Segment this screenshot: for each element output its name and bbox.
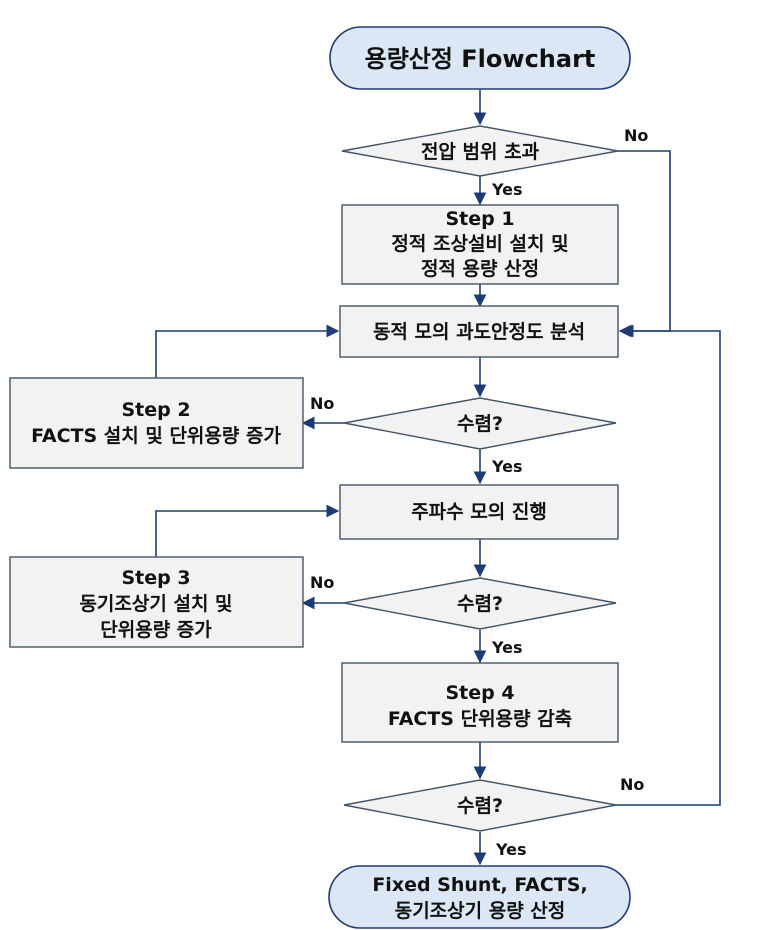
frequency-sim-box-shape [339, 484, 619, 540]
step2-line2: FACTS 설치 및 단위용량 증가 [31, 425, 281, 447]
step4-title: Step 4 [445, 682, 514, 704]
edge-label-voltage-yes: Yes [491, 180, 523, 199]
decision-converge-1-shape [343, 397, 617, 450]
step4-line2: FACTS 단위용량 감축 [388, 708, 572, 730]
decision-converge-1: 수렴? [343, 397, 617, 450]
step1-box-shape [341, 204, 619, 285]
decision-converge-2: 수렴? [343, 577, 617, 630]
decision-converge-3-shape [343, 779, 617, 832]
connectors [155, 90, 721, 866]
start-terminal-shape [329, 26, 631, 90]
dynamic-analysis-box: 동적 모의 과도안정도 분석 [339, 305, 619, 358]
step3-line2: 동기조상기 설치 및 [79, 593, 232, 615]
step3-title: Step 3 [121, 567, 190, 589]
arrow-voltage-no-to-dynamic [618, 150, 671, 338]
decision-voltage-range: 전압 범위 초과 [341, 125, 619, 177]
edge-label-voltage-no: No [624, 126, 648, 145]
edge-label-conv2-yes: Yes [491, 638, 523, 657]
dynamic-analysis-label: 동적 모의 과도안정도 분석 [373, 321, 585, 343]
edge-label-conv3-no: No [620, 775, 644, 794]
edge-labels: No Yes No Yes No Yes No Yes [310, 126, 648, 859]
end-terminal: Fixed Shunt, FACTS, 동기조상기 용량 산정 [328, 865, 631, 929]
end-terminal-shape [328, 865, 631, 929]
step1-box: Step 1 정적 조상설비 설치 및 정적 용량 산정 [341, 204, 619, 285]
decision-voltage-range-label: 전압 범위 초과 [421, 141, 540, 163]
decision-converge-2-label: 수렴? [457, 593, 503, 615]
arrow-conv3-no-to-dynamic [616, 324, 721, 806]
end-terminal-line2: 동기조상기 용량 산정 [395, 900, 566, 922]
step1-line2: 정적 조상설비 설치 및 [391, 233, 568, 255]
step3-line3: 단위용량 증가 [100, 619, 212, 641]
edge-label-conv1-no: No [310, 394, 334, 413]
edge-label-conv2-no: No [310, 573, 334, 592]
frequency-sim-box: 주파수 모의 진행 [339, 484, 619, 540]
dynamic-analysis-box-shape [339, 305, 619, 358]
step4-box-shape [341, 662, 619, 743]
edge-label-conv3-yes: Yes [495, 840, 527, 859]
step4-box: Step 4 FACTS 단위용량 감축 [341, 662, 619, 743]
frequency-sim-label: 주파수 모의 진행 [411, 501, 547, 523]
decision-converge-3-label: 수렴? [457, 795, 503, 817]
arrow-step3-to-freq [155, 504, 340, 557]
step2-box-shape [9, 377, 304, 469]
step3-box: Step 3 동기조상기 설치 및 단위용량 증가 [9, 556, 304, 648]
end-terminal-line1: Fixed Shunt, FACTS, [372, 874, 587, 896]
step2-title: Step 2 [121, 399, 190, 421]
step1-title: Step 1 [445, 208, 514, 230]
decision-voltage-range-shape [341, 125, 619, 177]
decision-converge-3: 수렴? [343, 779, 617, 832]
decision-converge-2-shape [343, 577, 617, 630]
arrow-step2-to-dynamic [155, 324, 340, 378]
edge-label-conv1-yes: Yes [491, 457, 523, 476]
start-terminal: 용량산정 Flowchart [329, 26, 631, 90]
decision-converge-1-label: 수렴? [457, 413, 503, 435]
start-terminal-label: 용량산정 Flowchart [365, 45, 596, 73]
step2-box: Step 2 FACTS 설치 및 단위용량 증가 [9, 377, 304, 469]
step1-line3: 정적 용량 산정 [421, 258, 539, 280]
step3-box-shape [9, 556, 304, 648]
